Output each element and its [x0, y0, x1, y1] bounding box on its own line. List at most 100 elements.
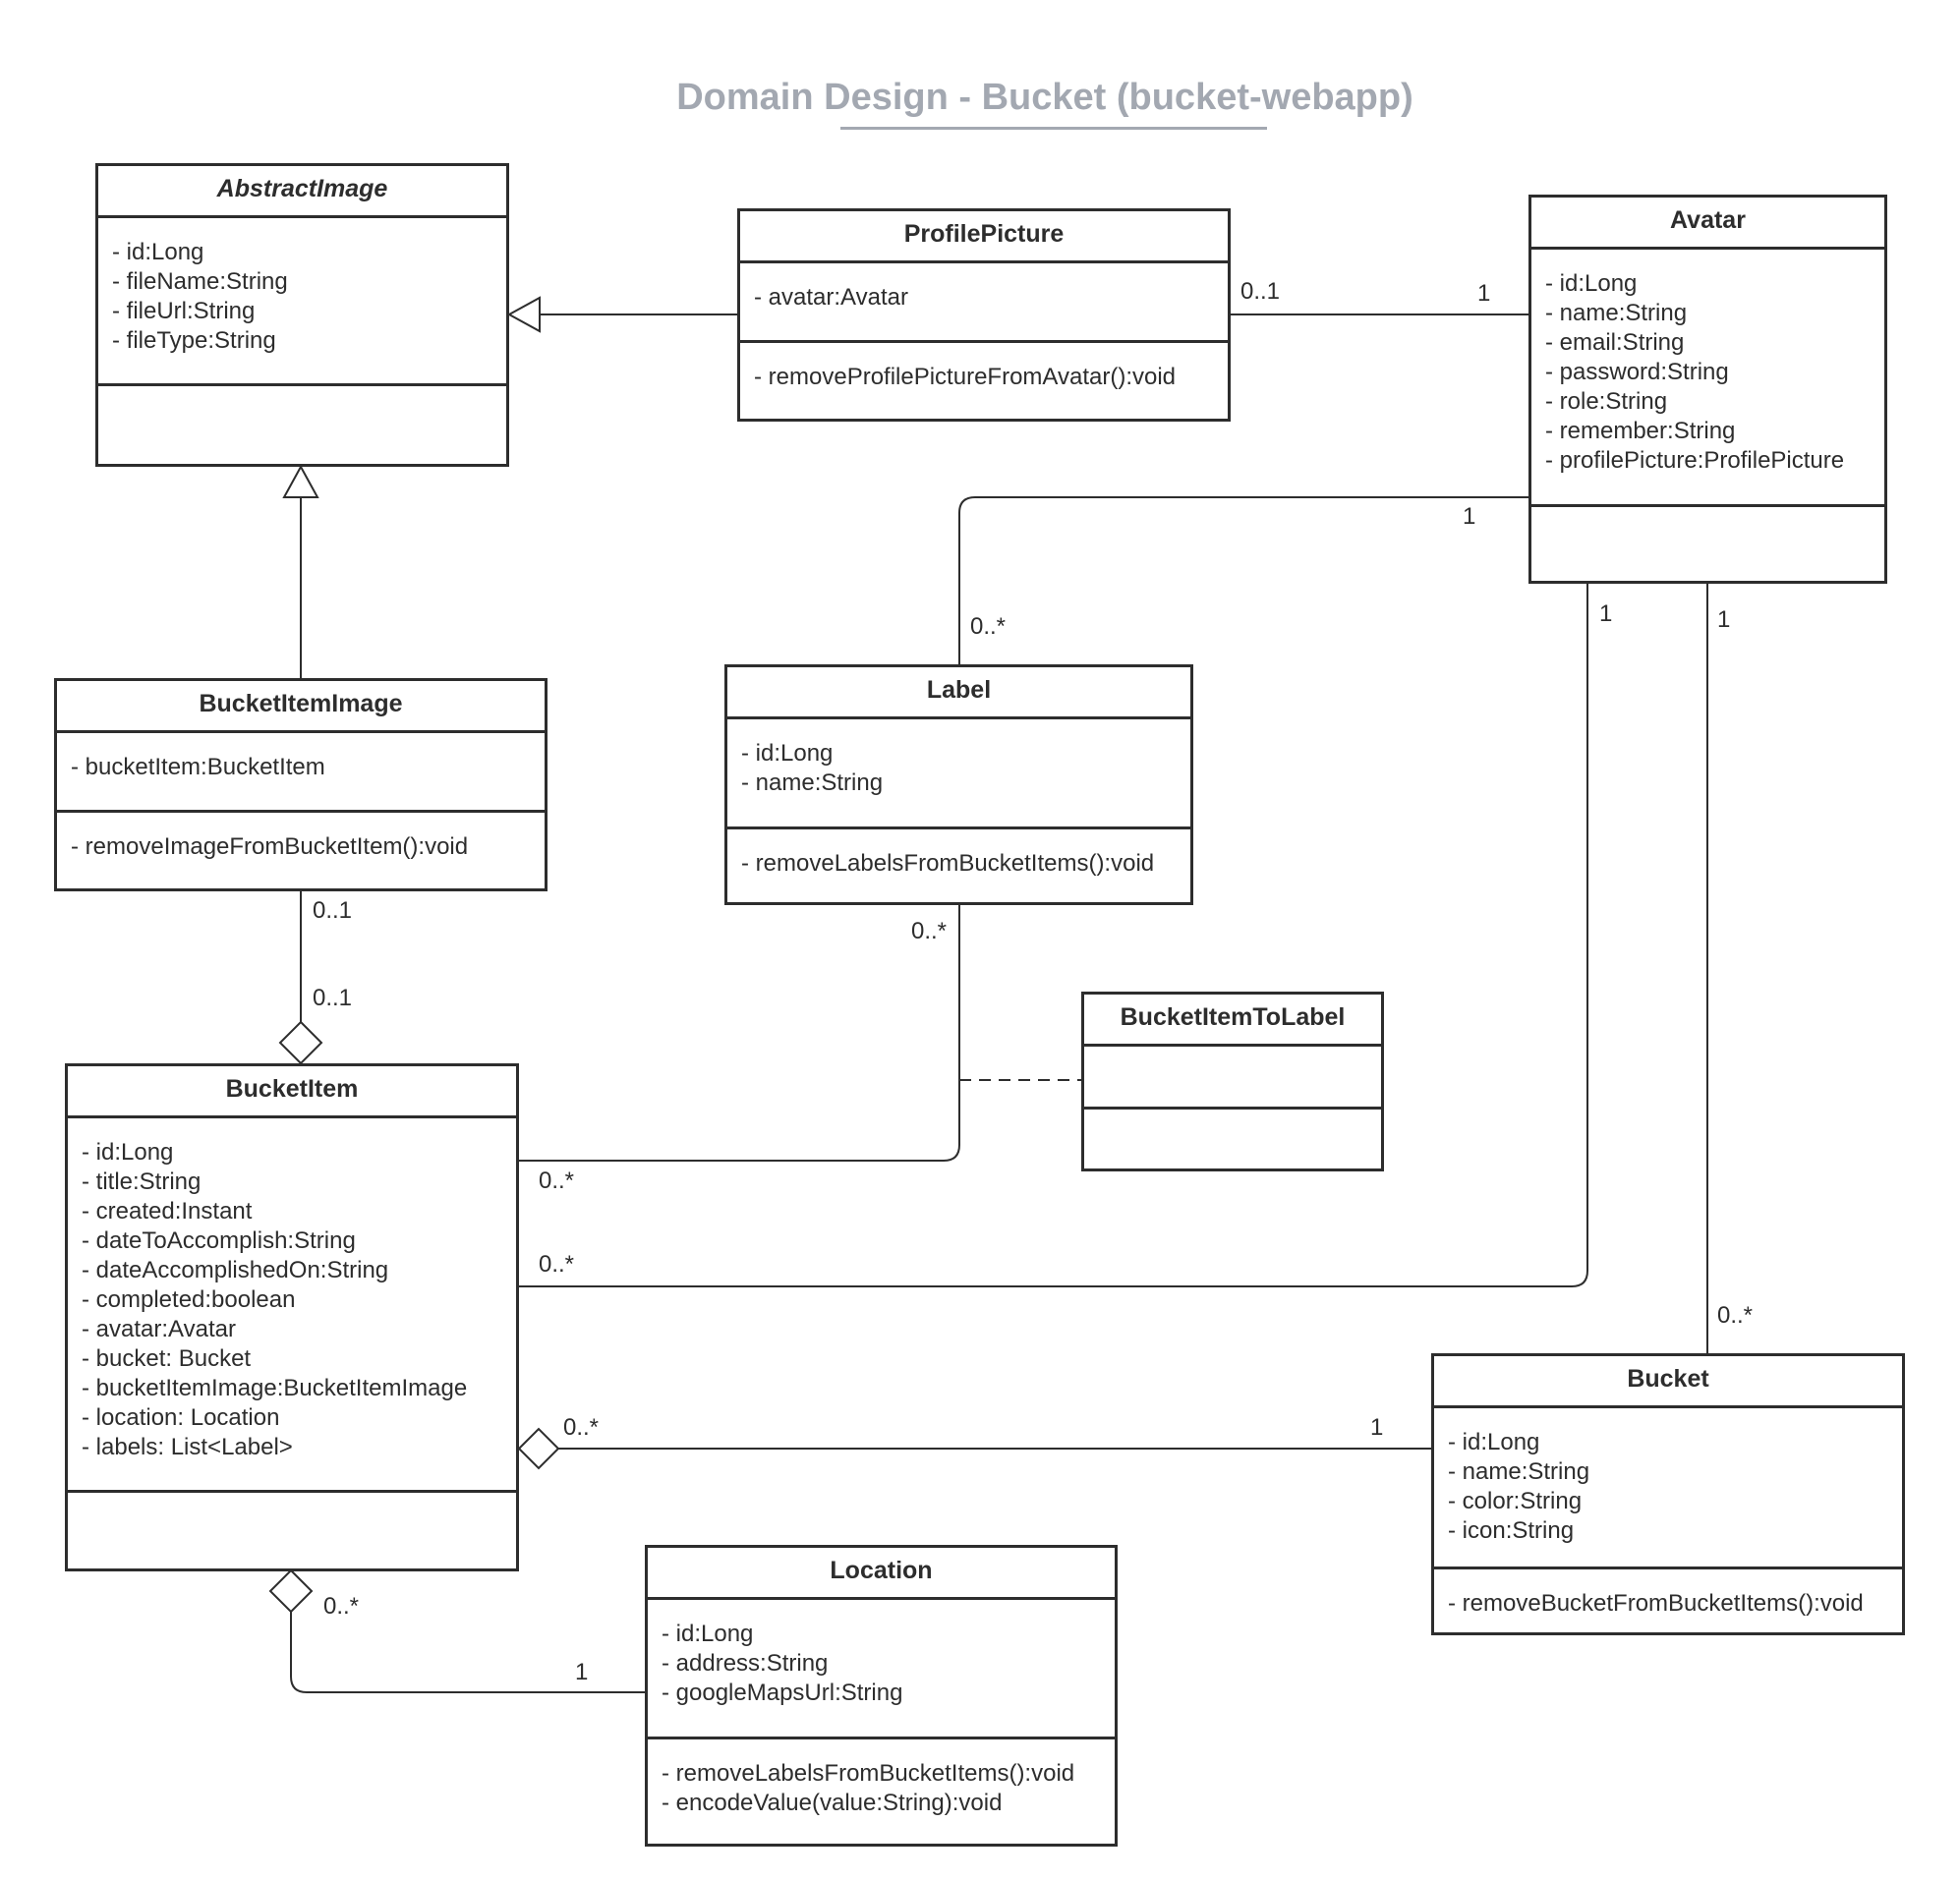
class-name: Location: [648, 1548, 1115, 1600]
attributes: - id:Long - name:String - color:String -…: [1434, 1408, 1902, 1569]
multiplicity-label: 0..*: [323, 1593, 360, 1620]
attribute: - bucketItemImage:BucketItemImage: [82, 1375, 468, 1401]
attributes: - id:Long - fileName:String - fileUrl:St…: [98, 218, 506, 386]
generalization-arrowhead: [506, 296, 541, 333]
attribute: - dateToAccomplish:String: [82, 1227, 356, 1254]
class-name: Avatar: [1531, 198, 1884, 250]
attribute: - id:Long: [82, 1139, 174, 1166]
attribute: - name:String: [741, 769, 884, 796]
diagram-title: Domain Design - Bucket (bucket-webapp): [676, 77, 1413, 118]
method: - removeProfilePictureFromAvatar():void: [754, 364, 1177, 390]
method: - removeImageFromBucketItem():void: [71, 833, 469, 860]
methods: [1084, 1110, 1381, 1139]
aggregation-bucketitem-location: [290, 1612, 645, 1693]
multiplicity-label: 0..*: [1717, 1302, 1754, 1329]
association-label-avatar: [958, 496, 1528, 664]
attribute: - id:Long: [1448, 1429, 1540, 1455]
multiplicity-label: 0..*: [563, 1414, 600, 1441]
attribute: - email:String: [1545, 329, 1685, 356]
attributes: - bucketItem:BucketItem: [57, 733, 545, 813]
methods: - removeProfilePictureFromAvatar():void: [740, 343, 1228, 402]
attribute: - icon:String: [1448, 1517, 1575, 1544]
attribute: - googleMapsUrl:String: [662, 1680, 903, 1706]
generalization-arrowhead: [282, 464, 319, 498]
attribute: - password:String: [1545, 359, 1729, 385]
class-name: BucketItem: [68, 1066, 516, 1118]
method: - removeLabelsFromBucketItems():void: [741, 850, 1155, 877]
attribute: - fileType:String: [112, 327, 276, 354]
class-name: Bucket: [1434, 1356, 1902, 1408]
class-name: AbstractImage: [98, 166, 506, 218]
attribute: - id:Long: [741, 740, 834, 767]
attribute: - location: Location: [82, 1404, 280, 1431]
attribute: - color:String: [1448, 1488, 1583, 1514]
class-name: BucketItemImage: [57, 681, 545, 733]
multiplicity-label: 0..1: [313, 985, 353, 1011]
class-bucket-item-image: BucketItemImage - bucketItem:BucketItem …: [54, 678, 548, 891]
attribute: - created:Instant: [82, 1198, 253, 1225]
class-abstract-image: AbstractImage - id:Long - fileName:Strin…: [95, 163, 509, 467]
attributes: - id:Long - name:String - email:String -…: [1531, 250, 1884, 507]
attribute: - role:String: [1545, 388, 1668, 415]
class-label: Label - id:Long - name:String - removeLa…: [724, 664, 1193, 905]
methods: - removeLabelsFromBucketItems():void: [727, 829, 1190, 888]
attribute: - avatar:Avatar: [754, 284, 908, 311]
method: - removeBucketFromBucketItems():void: [1448, 1590, 1864, 1617]
attribute: - bucket: Bucket: [82, 1345, 252, 1372]
class-name: Label: [727, 667, 1190, 719]
multiplicity-label: 0..*: [539, 1168, 575, 1194]
aggregation-diamond: [268, 1568, 314, 1614]
attributes: - id:Long - address:String - googleMapsU…: [648, 1600, 1115, 1739]
attribute: - name:String: [1545, 300, 1688, 326]
multiplicity-label: 1: [1370, 1414, 1384, 1441]
attribute: - completed:boolean: [82, 1286, 296, 1313]
class-name: ProfilePicture: [740, 211, 1228, 263]
multiplicity-label: 1: [575, 1659, 589, 1685]
multiplicity-label: 0..1: [1240, 278, 1281, 305]
attributes: [1084, 1047, 1381, 1110]
attribute: - profilePicture:ProfilePicture: [1545, 447, 1845, 474]
multiplicity-label: 0..1: [313, 897, 353, 924]
multiplicity-label: 1: [1717, 606, 1731, 633]
attributes: - id:Long - name:String: [727, 719, 1190, 829]
methods: - removeImageFromBucketItem():void: [57, 813, 545, 872]
class-location: Location - id:Long - address:String - go…: [645, 1545, 1118, 1847]
attributes: - avatar:Avatar: [740, 263, 1228, 343]
title-underline: [840, 127, 1267, 130]
multiplicity-label: 0..*: [970, 613, 1007, 640]
attribute: - address:String: [662, 1650, 829, 1677]
attribute: - avatar:Avatar: [82, 1316, 236, 1342]
attribute: - id:Long: [112, 239, 204, 265]
methods: - removeBucketFromBucketItems():void: [1434, 1569, 1902, 1628]
aggregation-diamond: [517, 1427, 560, 1470]
multiplicity-label: 1: [1463, 503, 1476, 530]
attribute: - remember:String: [1545, 418, 1736, 444]
method: - removeLabelsFromBucketItems():void: [662, 1760, 1075, 1787]
methods: [1531, 507, 1884, 537]
multiplicity-label: 0..*: [911, 918, 948, 944]
multiplicity-label: 1: [1599, 600, 1613, 627]
method: - encodeValue(value:String):void: [662, 1790, 1003, 1816]
attribute: - bucketItem:BucketItem: [71, 754, 325, 780]
multiplicity-label: 0..*: [539, 1251, 575, 1278]
class-bucket-item: BucketItem - id:Long - title:String - cr…: [65, 1063, 519, 1571]
multiplicity-label: 1: [1477, 280, 1491, 307]
association-bucketitem-avatar: [517, 583, 1588, 1287]
attribute: - id:Long: [1545, 270, 1638, 297]
methods: [68, 1493, 516, 1522]
attribute: - dateAccomplishedOn:String: [82, 1257, 389, 1283]
class-name: BucketItemToLabel: [1084, 995, 1381, 1047]
attributes: - id:Long - title:String - created:Insta…: [68, 1118, 516, 1493]
methods: - removeLabelsFromBucketItems():void - e…: [648, 1739, 1115, 1828]
class-profile-picture: ProfilePicture - avatar:Avatar - removeP…: [737, 208, 1231, 422]
attribute: - fileUrl:String: [112, 298, 256, 324]
class-avatar: Avatar - id:Long - name:String - email:S…: [1528, 195, 1887, 584]
attribute: - name:String: [1448, 1458, 1590, 1485]
attribute: - id:Long: [662, 1621, 754, 1647]
aggregation-diamond: [278, 1020, 323, 1065]
attribute: - fileName:String: [112, 268, 288, 295]
class-bucket-item-to-label: BucketItemToLabel: [1081, 992, 1384, 1171]
attribute: - labels: List<Label>: [82, 1434, 293, 1460]
class-bucket: Bucket - id:Long - name:String - color:S…: [1431, 1353, 1905, 1635]
methods: [98, 386, 506, 416]
